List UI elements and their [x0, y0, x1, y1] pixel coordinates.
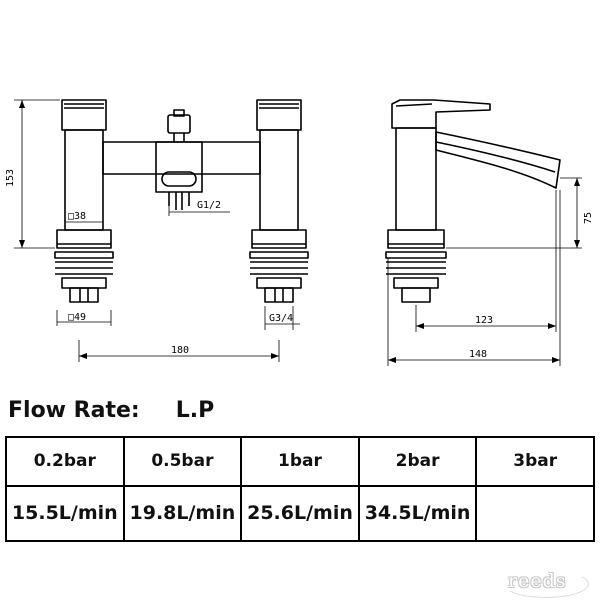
pressure-mode-label: L.P	[175, 398, 215, 423]
dim-outlet-thread: G1/2	[197, 200, 221, 211]
dim-base-square: □49	[68, 312, 86, 323]
pressure-cell: 2bar	[357, 436, 478, 487]
flow-rate-cell: 15.5L/min	[5, 484, 125, 543]
flow-rate-cell: 34.5L/min	[357, 484, 478, 543]
pressure-cell: 0.2bar	[5, 436, 125, 487]
dim-inlet-square: □38	[68, 211, 86, 222]
watermark-swoosh	[503, 570, 589, 598]
flow-rate-row: 15.5L/min 19.8L/min 25.6L/min 34.5L/min	[5, 484, 595, 543]
pressure-row: 0.2bar 0.5bar 1bar 2bar 3bar	[5, 436, 595, 487]
side-view	[385, 99, 561, 303]
dim-spout-height: 75	[583, 212, 594, 224]
pressure-cell: 0.5bar	[122, 436, 243, 487]
flow-rate-cell	[475, 484, 595, 543]
pressure-cell: 3bar	[475, 436, 595, 487]
reeds-watermark-logo: reeds	[508, 570, 567, 592]
flow-rate-label: Flow Rate:	[8, 398, 140, 423]
flow-rate-heading: Flow Rate: L.P	[8, 398, 214, 423]
dim-overall-depth: 148	[469, 349, 487, 360]
flow-rate-cell: 25.6L/min	[240, 484, 360, 543]
tap-technical-drawing: 153 □38 □49 G1/2 G3/4 180 75 123 148	[5, 99, 594, 366]
front-view	[54, 99, 309, 303]
dim-centres: 180	[171, 345, 189, 356]
dim-inlet-thread: G3/4	[269, 313, 293, 324]
dim-spout-reach: 123	[475, 315, 493, 326]
flow-rate-cell: 19.8L/min	[122, 484, 243, 543]
pressure-cell: 1bar	[240, 436, 360, 487]
dim-height-total: 153	[5, 169, 16, 187]
flow-rate-table: 0.2bar 0.5bar 1bar 2bar 3bar 15.5L/min 1…	[5, 436, 595, 543]
